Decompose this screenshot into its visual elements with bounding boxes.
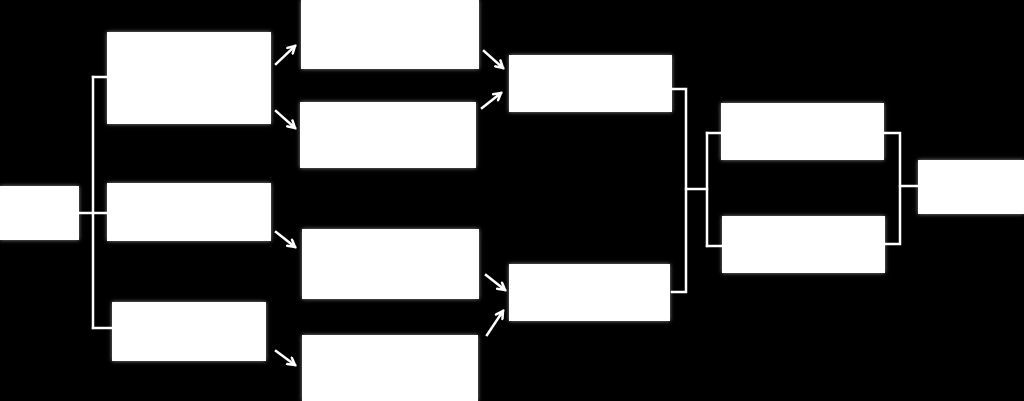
level2-b-box [300, 102, 476, 168]
level4-bottom-box [722, 216, 885, 273]
level2-d-box [302, 335, 478, 401]
merge-bracket-l4 [882, 131, 902, 246]
level1-middle-box [107, 183, 271, 241]
arrow-l2b-to-l3top [480, 91, 501, 110]
arrow-l2d-to-l3bottom [485, 311, 505, 337]
arrow-l2c-to-l3bottom [484, 273, 505, 292]
level2-c-box [302, 229, 479, 299]
root-box [0, 186, 79, 240]
merge-bracket-l3 [670, 87, 688, 294]
arrow-l1top-to-l2a [274, 44, 295, 66]
arrow-l2a-to-l3top [482, 49, 503, 70]
level2-a-box [301, 0, 479, 69]
level1-bottom-box [112, 302, 266, 361]
level1-top-box [107, 32, 271, 124]
arrow-l1bot-to-l2d [274, 349, 295, 367]
arrow-l1top-to-l2b [274, 109, 295, 130]
level4-top-box [721, 103, 884, 160]
arrow-l1mid-to-l2c [274, 230, 295, 249]
level3-top-box [509, 55, 672, 112]
final-box [918, 160, 1024, 214]
level3-bottom-box [509, 264, 670, 321]
